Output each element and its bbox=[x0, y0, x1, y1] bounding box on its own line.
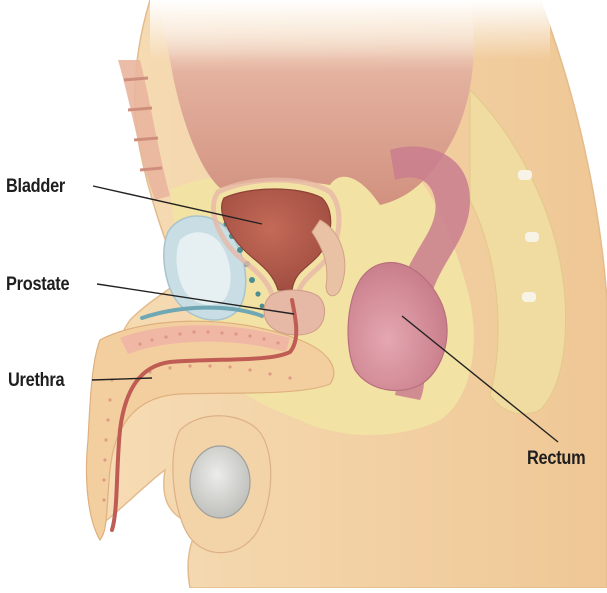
rectum-label: Rectum bbox=[527, 448, 585, 470]
urethra-label: Urethra bbox=[8, 370, 64, 392]
bladder-label: Bladder bbox=[6, 176, 65, 198]
testis bbox=[190, 446, 250, 518]
prostate-label: Prostate bbox=[6, 274, 69, 296]
